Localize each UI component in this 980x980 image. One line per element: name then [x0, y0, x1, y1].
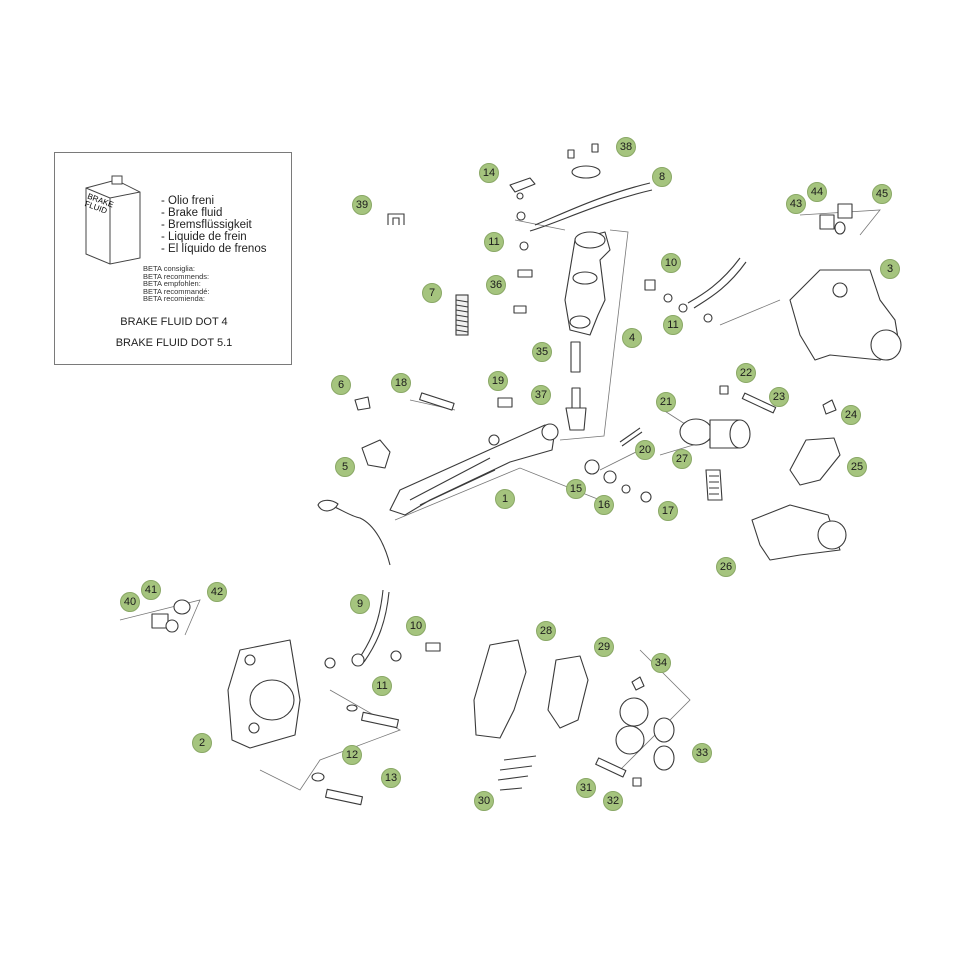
piston-set-part — [819, 203, 853, 235]
bracket-part — [354, 396, 391, 469]
front-caliper-part — [227, 639, 301, 749]
return-spring-part — [455, 294, 469, 336]
fluid-bottle-icon — [85, 175, 141, 265]
callout-42[interactable]: 42 — [207, 582, 227, 602]
pad-spring-part — [789, 437, 841, 486]
caliper-bracket-part — [751, 504, 847, 561]
callout-26[interactable]: 26 — [716, 557, 736, 577]
callout-6[interactable]: 6 — [331, 375, 351, 395]
callout-2[interactable]: 2 — [192, 733, 212, 753]
shim-part — [705, 469, 723, 501]
callout-36[interactable]: 36 — [486, 275, 506, 295]
front-hose-part — [357, 589, 384, 661]
callout-17[interactable]: 17 — [658, 501, 678, 521]
callout-41[interactable]: 41 — [141, 580, 161, 600]
pivot-bolt-part — [419, 392, 455, 411]
callout-7[interactable]: 7 — [422, 283, 442, 303]
callout-16[interactable]: 16 — [594, 495, 614, 515]
callout-11b[interactable]: 11 — [663, 315, 683, 335]
callout-10[interactable]: 10 — [661, 253, 681, 273]
fluid-names-list: - Olio freni - Brake fluid - Bremsflüssi… — [161, 195, 266, 255]
callout-23[interactable]: 23 — [769, 387, 789, 407]
callout-3[interactable]: 3 — [880, 259, 900, 279]
callout-12[interactable]: 12 — [342, 745, 362, 765]
washer-part — [516, 211, 526, 221]
cotter-pin-part — [619, 427, 643, 447]
recommend-list: BETA consiglia: BETA recommends: BETA em… — [143, 265, 210, 303]
callout-44[interactable]: 44 — [807, 182, 827, 202]
callout-15[interactable]: 15 — [566, 479, 586, 499]
callout-10b[interactable]: 10 — [406, 616, 426, 636]
caliper-bolts-part — [311, 704, 399, 806]
callout-39[interactable]: 39 — [352, 195, 372, 215]
bleeder-part — [822, 399, 837, 415]
rear-hose-part — [534, 182, 651, 226]
callout-43[interactable]: 43 — [786, 194, 806, 214]
callout-18[interactable]: 18 — [391, 373, 411, 393]
fluid-name: - Liquide de frein — [161, 231, 247, 243]
callout-11[interactable]: 11 — [484, 232, 504, 252]
callout-32[interactable]: 32 — [603, 791, 623, 811]
clevis-part — [565, 387, 587, 431]
callout-27[interactable]: 27 — [672, 449, 692, 469]
recommend-line: BETA recommends: — [143, 271, 210, 281]
recommend-line: BETA recomienda: — [143, 294, 205, 303]
pivot-bushings-part — [584, 459, 652, 503]
front-pistons-part — [595, 676, 675, 787]
reservoir-cap-part — [567, 143, 601, 179]
pad-shim-part — [497, 755, 537, 791]
recommend-line: BETA consiglia: — [143, 264, 195, 273]
recommend-line: BETA recommandé: — [143, 286, 210, 296]
callout-34[interactable]: 34 — [651, 653, 671, 673]
brake-pad-part — [547, 655, 589, 729]
callout-19[interactable]: 19 — [488, 371, 508, 391]
callout-40[interactable]: 40 — [120, 592, 140, 612]
rear-pistons-part — [679, 418, 751, 449]
recommend-line: BETA empfohlen: — [143, 279, 201, 288]
callout-30[interactable]: 30 — [474, 791, 494, 811]
brake-pedal-part — [317, 423, 559, 566]
banjo-bolt-part — [509, 177, 536, 200]
callout-8[interactable]: 8 — [652, 167, 672, 187]
fluid-dot51: BRAKE FLUID DOT 5.1 — [115, 337, 233, 349]
callout-20[interactable]: 20 — [635, 440, 655, 460]
pin-small-part — [719, 385, 729, 395]
callout-24[interactable]: 24 — [841, 405, 861, 425]
callout-31[interactable]: 31 — [576, 778, 596, 798]
mount-screws-part — [513, 269, 533, 314]
front-piston-set-part — [151, 599, 191, 633]
callout-11c[interactable]: 11 — [372, 676, 392, 696]
brake-fluid-legend: BRAKE FLUID - Olio freni - Brake fluid -… — [54, 152, 292, 365]
callout-5[interactable]: 5 — [335, 457, 355, 477]
master-cylinder-part — [564, 231, 611, 336]
fluid-name: - El líquido de frenos — [161, 243, 267, 255]
callout-25[interactable]: 25 — [847, 457, 867, 477]
callout-21[interactable]: 21 — [656, 392, 676, 412]
callout-28[interactable]: 28 — [536, 621, 556, 641]
clip-part — [387, 213, 405, 225]
fluid-name: - Brake fluid — [161, 207, 223, 219]
callout-1[interactable]: 1 — [495, 489, 515, 509]
fluid-dot4: BRAKE FLUID DOT 4 — [120, 316, 228, 328]
callout-37[interactable]: 37 — [531, 385, 551, 405]
callout-22[interactable]: 22 — [736, 363, 756, 383]
bleed-part — [644, 279, 713, 323]
callout-13[interactable]: 13 — [381, 768, 401, 788]
fluid-name: - Olio freni — [161, 195, 215, 207]
callout-4[interactable]: 4 — [622, 328, 642, 348]
pin-part — [497, 397, 513, 408]
callout-33[interactable]: 33 — [692, 743, 712, 763]
callout-9[interactable]: 9 — [350, 594, 370, 614]
callout-45[interactable]: 45 — [872, 184, 892, 204]
pushrod-part — [570, 341, 581, 373]
front-bracket-part — [473, 639, 527, 739]
fluid-name: - Bremsflüssigkeit — [161, 219, 252, 231]
callout-35[interactable]: 35 — [532, 342, 552, 362]
callout-38[interactable]: 38 — [616, 137, 636, 157]
callout-29[interactable]: 29 — [594, 637, 614, 657]
rear-caliper-part — [789, 269, 902, 361]
callout-14[interactable]: 14 — [479, 163, 499, 183]
